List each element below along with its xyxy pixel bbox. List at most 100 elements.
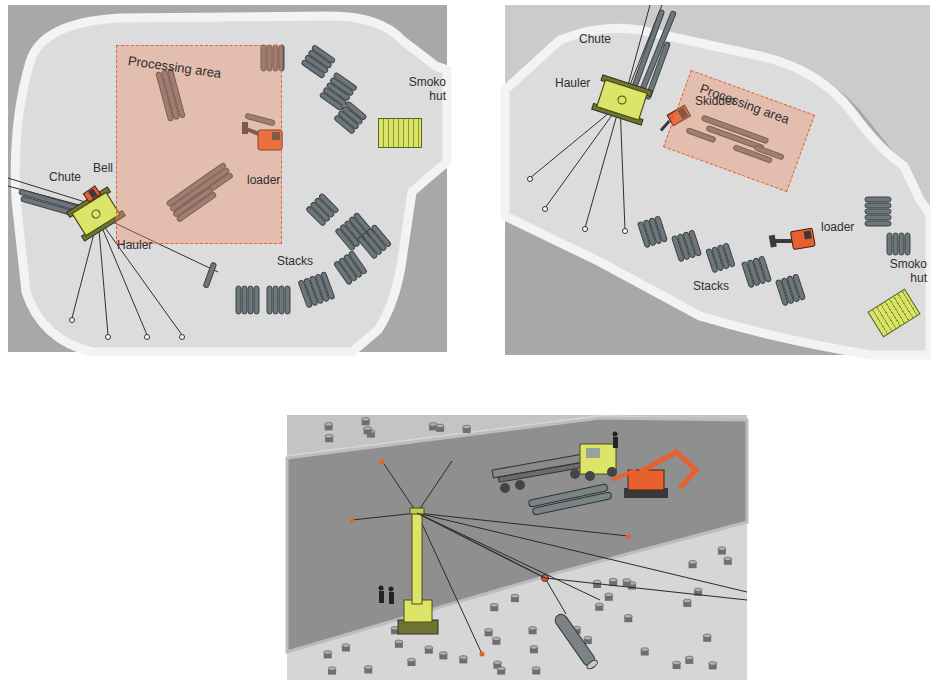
stump-top [532, 667, 540, 671]
smoko-hut-building [378, 118, 422, 148]
illustration-part [597, 80, 647, 120]
stump-top [497, 667, 505, 671]
stump-top [641, 648, 649, 652]
part-label: Stacks [276, 255, 314, 269]
log [887, 233, 892, 255]
stump [623, 579, 631, 587]
stump [673, 661, 681, 669]
anchors [70, 318, 185, 340]
stack [742, 256, 772, 288]
stump [364, 666, 372, 674]
stump-top [364, 666, 372, 670]
stack [357, 224, 391, 259]
log [742, 261, 755, 287]
illustration-part [145, 335, 150, 340]
illustration-part [607, 467, 617, 477]
stack [236, 286, 259, 314]
stump [325, 434, 333, 442]
log [298, 280, 312, 308]
illustration-part [379, 591, 384, 603]
tower-hauler [398, 508, 438, 634]
illustration-part [515, 480, 525, 490]
smoko-hut: Smoko hut [858, 258, 927, 328]
illustration-part [389, 587, 394, 592]
workers [379, 432, 619, 605]
illustration-part [804, 230, 812, 239]
stump [689, 560, 697, 568]
stump [718, 547, 726, 555]
stump-top [408, 658, 416, 662]
log [242, 286, 247, 314]
stump [584, 636, 592, 644]
log [865, 203, 891, 208]
illustration-part [545, 104, 620, 208]
stump [364, 427, 372, 435]
stump-top [584, 636, 592, 640]
illustration-part [500, 483, 510, 493]
stump-top [436, 424, 444, 428]
illustration-part [640, 452, 696, 488]
log [553, 612, 599, 670]
log [865, 209, 891, 214]
stack [887, 233, 910, 255]
illustration-part [417, 513, 600, 600]
log [905, 233, 910, 255]
illustration-part [417, 461, 452, 513]
stump [463, 425, 471, 433]
stump [325, 423, 333, 431]
stump [342, 644, 350, 652]
log [893, 233, 898, 255]
log [865, 197, 891, 202]
stump [436, 424, 444, 432]
stump [439, 652, 447, 660]
log [279, 286, 284, 314]
illustration-part [769, 235, 777, 248]
log [254, 286, 259, 314]
stump [362, 417, 370, 425]
guy-lines [352, 461, 747, 654]
stump-top [724, 557, 732, 561]
stump [492, 637, 500, 645]
stump-top [605, 593, 613, 597]
trailer [492, 454, 584, 493]
illustration-part [532, 492, 612, 515]
hut-label: Smoko hut [409, 76, 446, 104]
log [319, 92, 343, 111]
stump-top [673, 661, 681, 665]
illustration-part [612, 470, 636, 480]
illustration-part [626, 535, 631, 540]
part-label: Hauler [116, 239, 153, 253]
stack [334, 250, 368, 284]
skyline [417, 513, 747, 600]
illustration-part [613, 432, 618, 437]
part-label: Chute [48, 171, 82, 185]
area-label: Processing area [127, 54, 222, 82]
truck [580, 444, 617, 481]
illustration-part [570, 469, 580, 479]
stumps [324, 417, 732, 674]
illustration-part [72, 192, 120, 235]
right-panel [505, 5, 930, 355]
hauler [592, 75, 653, 125]
stump [530, 646, 538, 654]
log [273, 286, 278, 314]
stump-top [685, 656, 693, 660]
stump [425, 646, 433, 654]
stump-top [459, 656, 467, 660]
stack [638, 216, 668, 248]
stack [298, 272, 335, 308]
stump-top [511, 594, 519, 598]
log [248, 286, 253, 314]
illustration-part [637, 11, 676, 98]
stump-top [364, 427, 372, 431]
loaded-logs [528, 484, 612, 515]
road [287, 418, 747, 652]
illustration-part [620, 104, 625, 230]
part-label: Stacks [692, 280, 730, 294]
stump-top [609, 578, 617, 582]
log [306, 206, 327, 227]
log [672, 235, 685, 261]
stump-top [624, 614, 632, 618]
stack [334, 101, 367, 134]
stump-top [689, 560, 697, 564]
